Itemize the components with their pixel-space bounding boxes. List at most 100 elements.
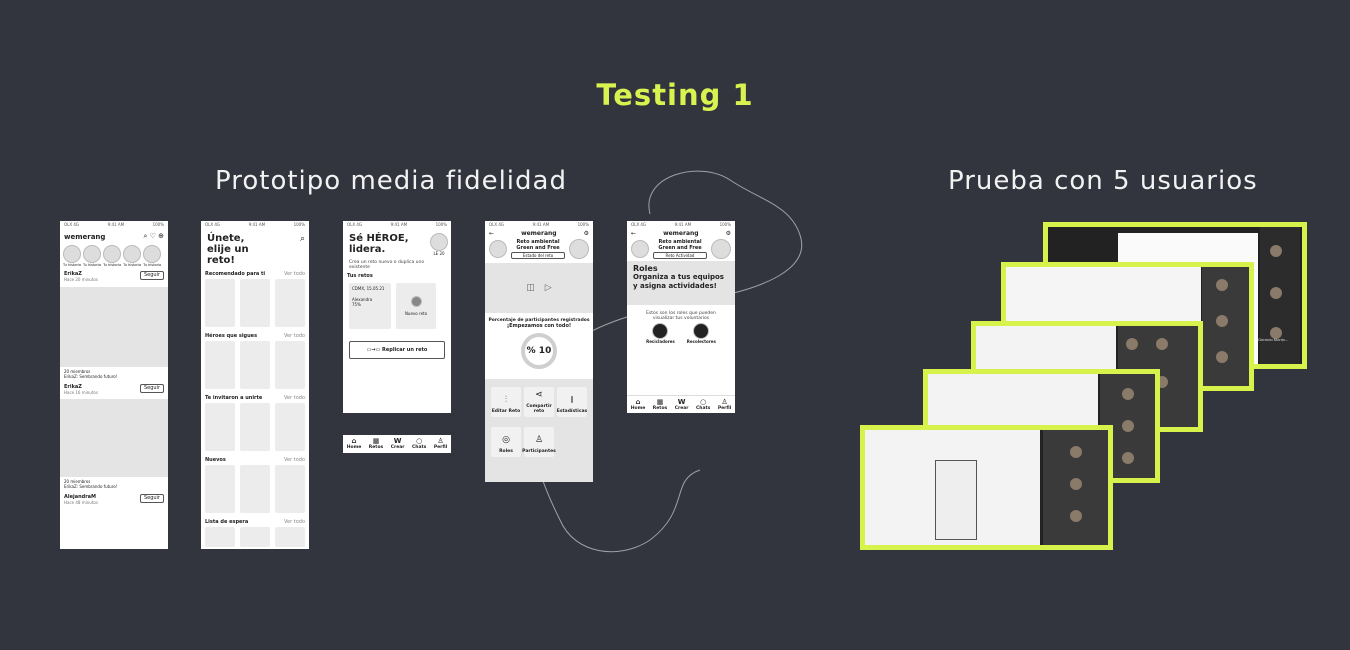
challenge-card[interactable] — [275, 341, 305, 389]
replicate-button[interactable]: ▭→▭ Replicar un reto — [349, 341, 445, 359]
challenge-card[interactable] — [275, 279, 305, 327]
camera-icon[interactable]: ◫ — [526, 283, 535, 293]
participants-tile[interactable]: ♙Participantes — [522, 427, 556, 457]
challenge-state-button[interactable]: Estado del reto — [511, 252, 565, 259]
challenge-card[interactable] — [240, 465, 270, 513]
share-challenge-tile[interactable]: ⋖Compartir reto — [524, 387, 554, 417]
post-caption: ErikaZ: Sembrando futuro! — [64, 484, 118, 489]
carrier: OLX 4G — [631, 222, 647, 227]
challenge-title: Reto ambiental Green and Free — [658, 239, 702, 251]
challenge-card[interactable] — [275, 465, 305, 513]
leader-avatar[interactable] — [569, 239, 589, 259]
edit-challenge-tile[interactable]: ⫶Editar Reto — [491, 387, 521, 417]
statistics-tile[interactable]: ⫾Estadísticas — [557, 387, 587, 417]
see-all-link[interactable]: Ver todo — [283, 519, 305, 525]
app-logo: wemerang — [521, 230, 557, 237]
section-label: Nuevos — [205, 457, 226, 463]
challenge-avatar — [489, 240, 507, 258]
challenge-card[interactable] — [275, 403, 305, 451]
story[interactable]: Tu historia — [83, 245, 101, 267]
tab-label: Chats — [411, 445, 427, 450]
user-icon: ♙ — [721, 398, 728, 406]
recycle-icon — [652, 323, 669, 339]
new-challenge-button[interactable]: Nuevo reto — [396, 283, 436, 329]
story-label: Tu historia — [83, 263, 102, 267]
tab-perfil[interactable]: ♙Perfil — [434, 437, 447, 450]
time: 9:41 AM — [390, 222, 408, 227]
challenge-card[interactable] — [240, 341, 270, 389]
back-icon[interactable]: ← — [489, 230, 495, 237]
back-icon[interactable]: ← — [631, 230, 637, 237]
role-recolectores[interactable]: Recolectores — [687, 323, 716, 344]
video-icon[interactable]: ▷ — [544, 283, 552, 293]
tab-home[interactable]: ⌂Home — [347, 437, 362, 450]
post-time: Hace 20 minutos — [64, 277, 98, 282]
tab-chats[interactable]: ○Chats — [412, 437, 426, 450]
see-all-link[interactable]: Ver todo — [283, 271, 305, 277]
carrier: OLX 4G — [64, 222, 80, 227]
battery: 100% — [152, 222, 164, 227]
see-all-link[interactable]: Ver todo — [283, 395, 305, 401]
time: 9:41 AM — [532, 222, 550, 227]
tab-perfil[interactable]: ♙Perfil — [718, 398, 731, 411]
challenge-card[interactable] — [205, 527, 235, 547]
gear-icon[interactable]: ⚙ — [725, 230, 731, 237]
role-label: Recicladores — [646, 339, 675, 344]
battery: 100% — [577, 222, 589, 227]
see-all-link[interactable]: Ver todo — [283, 333, 305, 339]
challenge-card[interactable] — [205, 341, 235, 389]
tab-retos[interactable]: ▦Retos — [653, 398, 667, 411]
challenge-card[interactable] — [240, 527, 270, 547]
activity-button[interactable]: Reto Actividad — [653, 252, 707, 259]
avatar[interactable] — [430, 233, 448, 251]
hero-subtitle: Crea un reto nuevo o duplica uno existen… — [349, 260, 425, 270]
tab-label: Perfil — [717, 406, 732, 411]
role-recicladores[interactable]: Recicladores — [646, 323, 675, 344]
media-area[interactable]: ◫▷ — [485, 263, 593, 313]
see-all-link[interactable]: Ver todo — [283, 457, 305, 463]
gear-icon[interactable]: ⚙ — [583, 230, 589, 237]
tab-retos[interactable]: ▦Retos — [369, 437, 383, 450]
status-bar: OLX 4G 9:41 AM 100% — [60, 221, 168, 230]
search-icon[interactable]: ⌕ — [299, 234, 305, 244]
challenge-card[interactable] — [240, 279, 270, 327]
tab-chats[interactable]: ○Chats — [696, 398, 710, 411]
tab-home[interactable]: ⌂Home — [631, 398, 646, 411]
leader-avatar[interactable] — [711, 239, 731, 259]
challenge-card[interactable] — [240, 403, 270, 451]
carrier: OLX 4G — [205, 222, 221, 227]
story[interactable]: Tu historia — [123, 245, 141, 267]
challenge-title: Reto ambiental Green and Free — [516, 239, 560, 251]
follow-button[interactable]: Seguir — [139, 384, 164, 393]
search-icon[interactable]: ⌕ ♡ ⊕ — [143, 232, 164, 240]
phone-hero: OLX 4G 9:41 AM 100% Sé HÉROE, lidera. LE… — [343, 221, 451, 413]
tab-label: Retos — [652, 406, 668, 411]
phone-roles: OLX 4G 9:41 AM 100% ← wemerang ⚙ Reto am… — [627, 221, 735, 413]
challenge-card[interactable]: CDMX, 15.05.21 Alexandra 75% — [349, 283, 391, 329]
story[interactable]: Tu historia — [63, 245, 81, 267]
new-challenge-label: Nuevo reto — [404, 311, 428, 316]
story[interactable]: Tu historia — [103, 245, 121, 267]
chat-icon: ○ — [416, 437, 423, 445]
members-count: 20 miembros — [64, 479, 91, 484]
status-bar: OLX 4G 9:41 AM 100% — [485, 221, 593, 230]
challenge-card[interactable] — [205, 403, 235, 451]
challenge-card[interactable] — [275, 527, 305, 547]
carrier: OLX 4G — [489, 222, 505, 227]
create-icon: W — [677, 398, 686, 406]
section-label: Lista de espera — [205, 519, 249, 525]
tab-label: Retos — [368, 445, 384, 450]
section-title: Lista de espera Ver todo — [201, 517, 309, 527]
challenge-card[interactable] — [205, 279, 235, 327]
role-label: Recolectores — [686, 339, 716, 344]
tab-label: Crear — [674, 406, 689, 411]
story[interactable]: Tu historia — [143, 245, 161, 267]
follow-button[interactable]: Seguir — [139, 494, 164, 503]
challenge-card[interactable] — [205, 465, 235, 513]
follow-button[interactable]: Seguir — [139, 271, 164, 280]
post-time: Hace 16 minutos — [64, 390, 98, 395]
roles-tile[interactable]: ◎Roles — [491, 427, 521, 457]
